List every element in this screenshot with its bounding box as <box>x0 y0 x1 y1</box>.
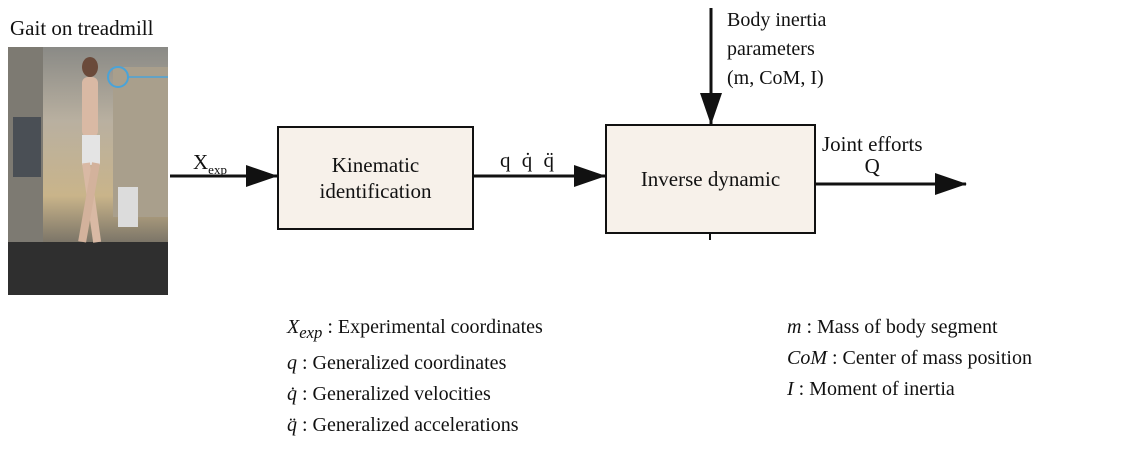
inertia-line3: (m, CoM, I) <box>727 67 824 89</box>
inverse-dynamic-label: Inverse dynamic <box>640 166 781 191</box>
legend-row-q: q : Generalized coordinates <box>287 352 507 374</box>
legend-row-xexp: Xexp : Experimental coordinates <box>287 316 543 342</box>
legend-right: m : Mass of body segment CoM : Center of… <box>787 312 1032 405</box>
legend-row-qdot: q̇ : Generalized velocities <box>287 383 491 405</box>
kinematic-identification-block: Kinematic identification <box>277 126 474 230</box>
treadmill-photo <box>8 47 168 295</box>
legend-row-m: m : Mass of body segment <box>787 316 998 338</box>
legend-row-inertia: I : Moment of inertia <box>787 378 955 400</box>
legend-left: Xexp : Experimental coordinates q : Gene… <box>287 312 543 441</box>
photo-caption: Gait on treadmill <box>10 16 154 40</box>
output-line1: Joint efforts <box>822 132 923 156</box>
legend-row-qddot: q̈ : Generalized accelerations <box>287 414 519 436</box>
intermediate-label: q q̇ q̈ <box>500 148 557 172</box>
inertia-line2: parameters <box>727 38 815 60</box>
inertia-line1: Body inertia <box>727 9 827 31</box>
kinematic-label-line2: identification <box>319 179 432 203</box>
inverse-dynamic-block: Inverse dynamic <box>605 124 816 234</box>
input-label: Xexp <box>193 150 227 178</box>
walking-person-illustration <box>8 47 168 295</box>
legend-row-com: CoM : Center of mass position <box>787 347 1032 369</box>
output-label: Joint efforts Q <box>822 133 923 177</box>
inertia-parameters-label: Body inertia parameters (m, CoM, I) <box>727 6 826 93</box>
output-line2: Q <box>864 154 880 178</box>
kinematic-label-line1: Kinematic <box>331 152 420 177</box>
